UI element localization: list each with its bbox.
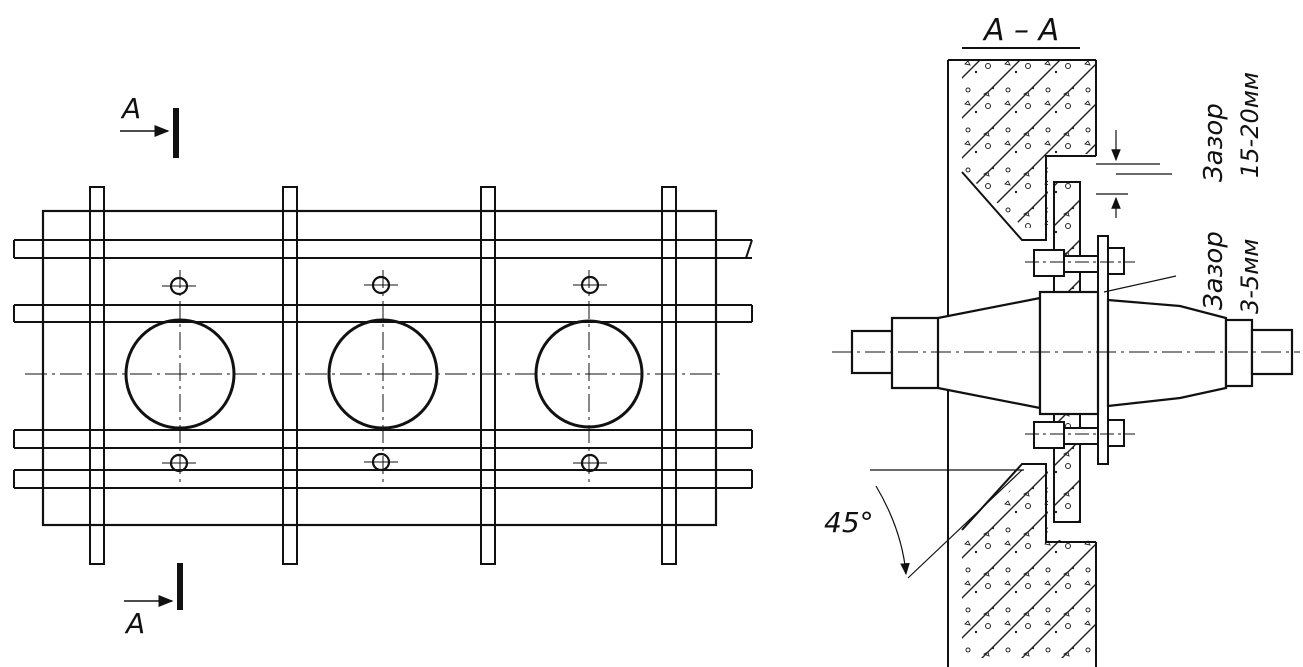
bolts [1033,247,1125,449]
section-label-top: A [120,92,141,125]
pipe-insulator [850,290,1294,416]
bolt-holes [162,275,607,473]
wall-lower [962,470,1096,658]
outer-flange [1097,235,1109,465]
wall-upper [948,60,1096,228]
section-view [832,47,1300,667]
gap-lower-value: 3-5мм [1236,239,1264,314]
section-label-bottom: A [124,607,145,640]
plan-view [13,108,753,610]
gap-lower-leader [1103,275,1177,293]
angle-dimension [870,469,1024,579]
gap-upper-label: Зазор [1199,103,1229,182]
gap-upper-dimension [1096,130,1172,218]
section-title: А – А [982,13,1059,48]
embedded-plate [41,209,718,527]
angle-label: 45° [824,506,874,539]
gap-lower-label: Зазор [1199,231,1229,310]
section-mark-bottom [124,563,183,610]
section-mark-top [120,108,179,158]
gap-upper-value: 15-20мм [1236,72,1264,178]
vertical-straps [89,186,677,565]
